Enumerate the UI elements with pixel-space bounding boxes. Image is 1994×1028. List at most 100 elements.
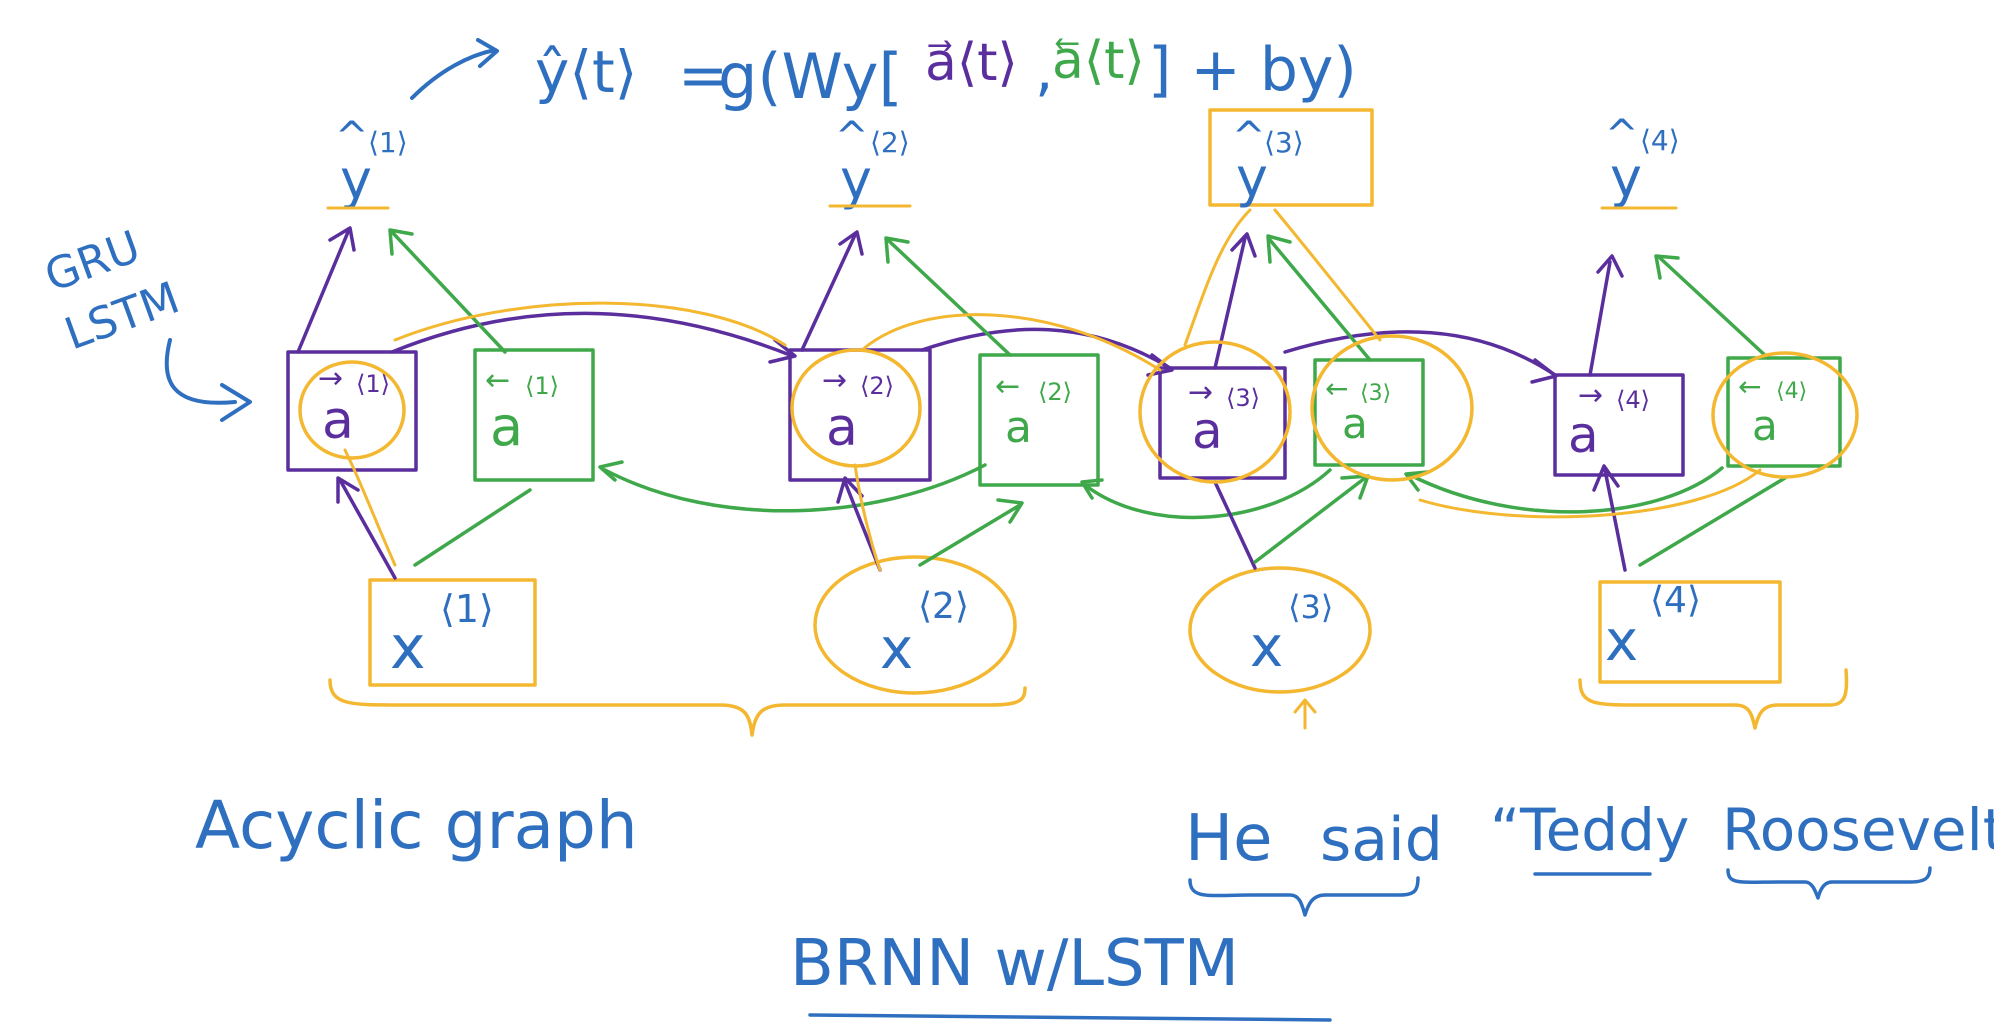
annotation-he: He: [1185, 802, 1273, 876]
highlight-forward-1: [298, 360, 406, 460]
backward-cell-super: ⟨3⟩: [1360, 381, 1391, 406]
highlight-backward-4: [1711, 351, 1859, 479]
forward-link-2-3: [920, 327, 1172, 370]
forward-link-3-4: [1283, 330, 1557, 377]
input-symbol: x: [880, 617, 913, 682]
formula-lhs: ŷ⟨t⟩: [535, 38, 637, 106]
forward-cell-super: ⟨3⟩: [1226, 384, 1260, 412]
backward-link-3-2: [1083, 468, 1332, 520]
backward-cell-arrow: ←: [1325, 372, 1348, 405]
backward-to-output-2-head: [884, 236, 910, 264]
output-highlight-box: [1208, 108, 1374, 207]
formula-pointer-arrowhead: [476, 38, 499, 68]
input-symbol: x: [1250, 615, 1283, 680]
backward-link-3-2-head: [1080, 478, 1104, 500]
title-text: BRNN w/LSTM: [790, 927, 1239, 1001]
forward-to-output-2-head: [838, 230, 864, 256]
forward-cell-box: [286, 350, 418, 472]
output-formula: ŷ⟨t⟩ = g(Wy[ a⃗⟨t⟩ , a⃖⟨t⟩ ] + by): [410, 31, 1357, 113]
slide-title: BRNN w/LSTM: [790, 927, 1332, 1022]
output-hat: ^: [1232, 114, 1266, 160]
input-2: x ⟨2⟩: [813, 555, 1017, 695]
input-2-to-backward: [918, 503, 1022, 567]
activation-highlights: [298, 334, 1859, 484]
forward-link-2-3-head: [1146, 353, 1174, 377]
forward-to-output-1-head: [328, 226, 356, 252]
forward-cell-1: → a ⟨1⟩: [286, 350, 418, 472]
input-4-to-forward: [1603, 468, 1627, 572]
highlight-forward-3: [1138, 340, 1292, 484]
input-super: ⟨1⟩: [440, 587, 494, 631]
backward-cell-super: ⟨4⟩: [1776, 379, 1807, 404]
forward-link-1-2: [390, 311, 792, 357]
backward-cell-1: ← a ⟨1⟩: [473, 348, 595, 482]
dependency-path-1-2: [393, 301, 787, 347]
output-super: ⟨4⟩: [1640, 124, 1680, 157]
output-super: ⟨3⟩: [1264, 126, 1304, 159]
input-3-pointer: [1293, 698, 1317, 730]
backward-cell-2: ← a ⟨2⟩: [978, 353, 1100, 487]
brace-he-said: [1188, 876, 1420, 917]
dependency-paths: [343, 208, 1762, 572]
formula-pointer-arrow: [410, 48, 497, 100]
annotation-acyclic-graph: Acyclic graph: [195, 787, 638, 864]
dependency-path-4-3: [1418, 468, 1762, 519]
formula-func: g(Wy[: [718, 40, 903, 113]
backward-cell-arrow: ←: [485, 363, 510, 398]
forward-cell-arrow: →: [1578, 378, 1603, 413]
forward-to-output-3-head: [1230, 232, 1257, 258]
backward-to-output-4-head: [1654, 254, 1680, 280]
input-super: ⟨3⟩: [1288, 588, 1333, 626]
annotation-said: said: [1320, 805, 1443, 875]
output-1: ^ y ⟨1⟩: [326, 114, 408, 211]
input-super: ⟨2⟩: [918, 586, 969, 627]
forward-cell-symbol: a: [1568, 406, 1599, 464]
backward-cell-box: [473, 348, 595, 482]
backward-cell-super: ⟨1⟩: [525, 372, 559, 400]
forward-cell-box: [788, 348, 932, 482]
annotations: Acyclic graph He said “Teddy Roosevelt .…: [195, 787, 1994, 917]
input-symbol: x: [1605, 609, 1638, 674]
side-note-arrow: [164, 338, 237, 405]
braces: [328, 668, 1849, 737]
backward-to-output-3-head: [1266, 234, 1292, 264]
forward-cell-super: ⟨1⟩: [356, 370, 390, 398]
forward-cell-box: [1553, 373, 1685, 477]
forward-cell-symbol: a: [322, 391, 354, 451]
formula-a-backward: a⃖⟨t⟩: [1052, 31, 1145, 91]
backward-cell-super: ⟨2⟩: [1038, 378, 1072, 406]
annotation-roosevelt: Roosevelt ....”: [1722, 796, 1994, 864]
input-1-to-forward-head: [336, 476, 360, 504]
output-hat: ^: [1605, 112, 1639, 158]
backward-to-output-1-head: [388, 228, 414, 256]
input-symbol: x: [390, 613, 426, 683]
output-2: ^ y ⟨2⟩: [828, 114, 912, 211]
backward-cell-4: ← a ⟨4⟩: [1726, 356, 1842, 468]
output-hat: ^: [835, 114, 869, 160]
backward-cell-symbol: a: [1752, 401, 1778, 450]
forward-cell-arrow: →: [1188, 375, 1213, 410]
backward-cell-box: [1726, 356, 1842, 468]
backward-link-2-1-head: [598, 460, 624, 482]
forward-cell-2: → a ⟨2⟩: [788, 348, 932, 482]
input-arrows: [336, 464, 1787, 580]
formula-comma: ,: [1035, 36, 1053, 104]
forward-cell-4: → a ⟨4⟩: [1553, 373, 1685, 477]
forward-link-1-2-head: [768, 338, 797, 364]
input-highlight-ellipse: [813, 555, 1017, 695]
backward-cell-symbol: a: [1005, 402, 1032, 453]
forward-to-output-2: [800, 233, 857, 352]
backward-cell-box: [978, 353, 1100, 487]
backward-to-output-3: [1268, 238, 1372, 362]
forward-to-output-3: [1213, 236, 1247, 370]
dependency-path-b3-out: [1273, 208, 1382, 342]
output-3: ^ y ⟨3⟩: [1208, 108, 1374, 209]
output-super: ⟨1⟩: [368, 126, 408, 159]
forward-cell-arrow: →: [822, 363, 847, 398]
dependency-path-x2: [853, 463, 882, 572]
input-3: x ⟨3⟩: [1188, 566, 1372, 730]
output-symbol: y: [840, 148, 872, 211]
backward-cell-symbol: a: [1342, 399, 1368, 448]
backward-link-2-1: [603, 463, 987, 513]
